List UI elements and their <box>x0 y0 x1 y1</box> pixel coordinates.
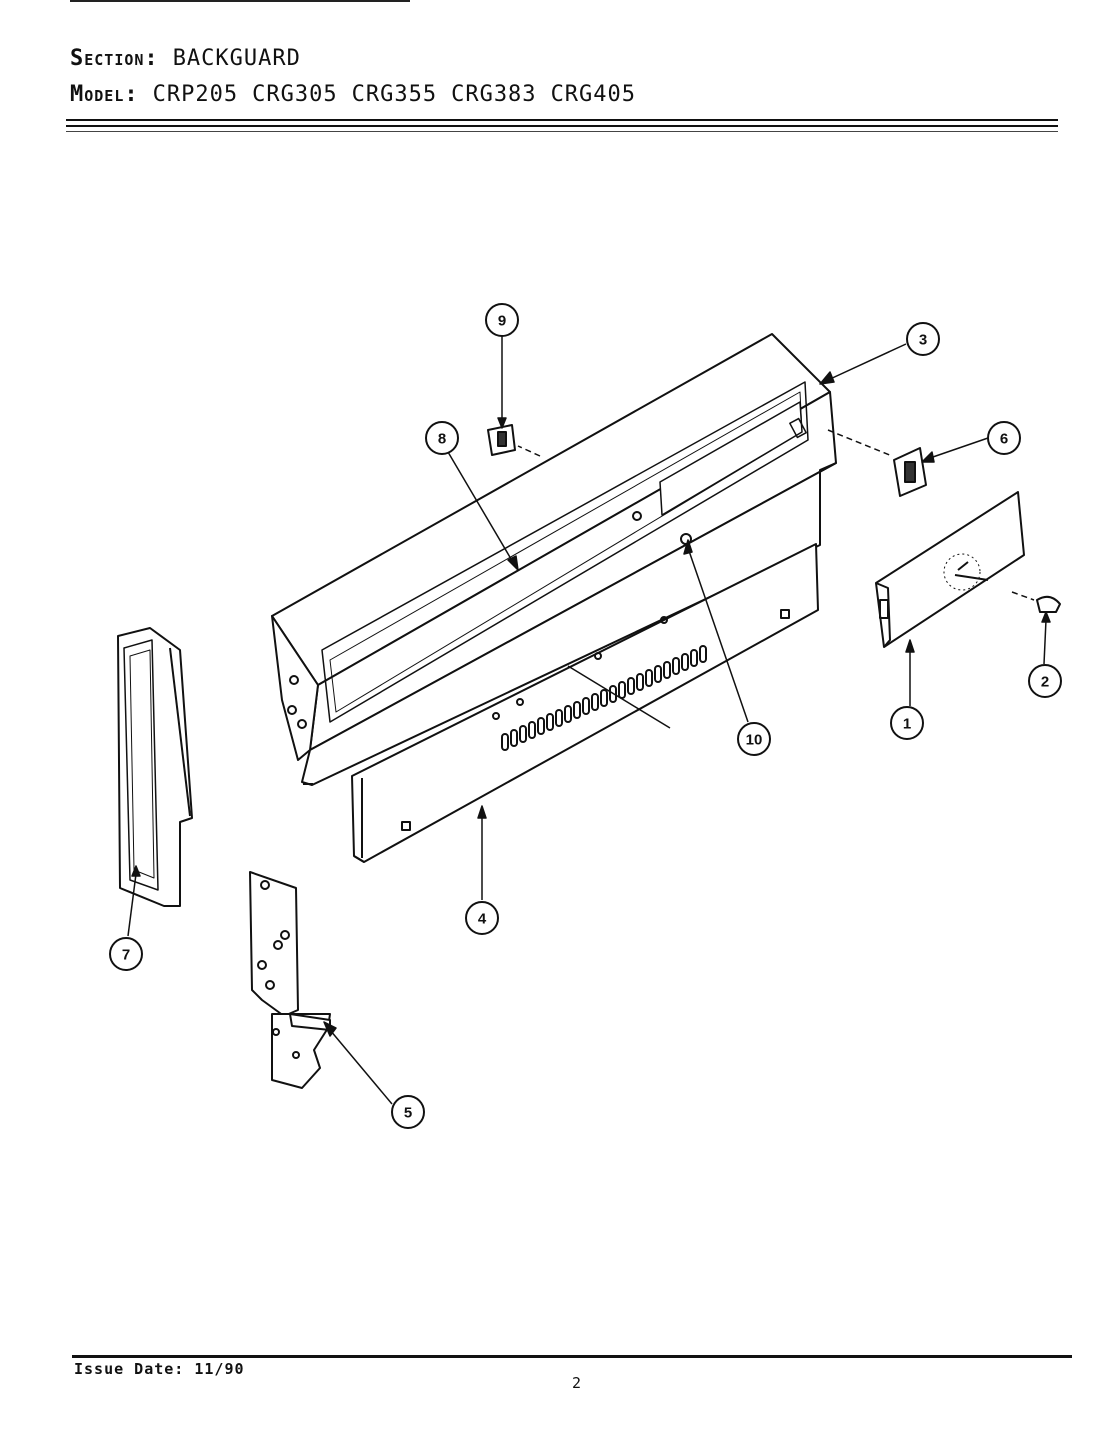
knob <box>1036 595 1061 613</box>
header-rule <box>66 125 1058 127</box>
model-5: CRG405 <box>550 82 637 107</box>
model-1: CRP205 <box>152 82 239 107</box>
top-edge-line <box>70 0 410 2</box>
callout-circle-3 <box>906 322 940 356</box>
clock-timer-panel <box>875 491 1025 648</box>
leader-lines <box>127 335 1051 1105</box>
model-label: Model: <box>70 82 139 107</box>
model-4: CRG383 <box>451 82 537 107</box>
section-value: BACKGUARD <box>172 46 301 71</box>
callout-label-5: 5 <box>404 1105 412 1122</box>
vent-slots <box>501 645 707 751</box>
callout-circle-10 <box>737 722 771 756</box>
section-label: Section: <box>70 46 159 71</box>
model-header: Model: CRP205 CRG305 CRG355 CRG383 CRG405 <box>70 82 636 107</box>
callout-label-1: 1 <box>903 716 911 733</box>
section-header: Section: BACKGUARD <box>70 46 301 71</box>
vent-trim-panel <box>351 543 819 863</box>
page-number: 2 <box>572 1374 583 1392</box>
end-cap <box>117 627 193 907</box>
callout-circle-2 <box>1028 664 1062 698</box>
callout-circle-1 <box>890 706 924 740</box>
callout-label-9: 9 <box>498 313 506 330</box>
backguard-panel <box>271 333 837 786</box>
callout-label-10: 10 <box>746 732 763 749</box>
callout-label-4: 4 <box>478 911 487 928</box>
callout-circle-9 <box>485 303 519 337</box>
callout-circle-8 <box>425 421 459 455</box>
issue-date: Issue Date: 11/90 <box>74 1360 245 1378</box>
callout-circle-6 <box>987 421 1021 455</box>
callout-circle-4 <box>465 901 499 935</box>
callout-label-6: 6 <box>1000 431 1008 448</box>
callout-label-7: 7 <box>122 947 130 964</box>
model-3: CRG355 <box>351 82 438 107</box>
callout-circle-5 <box>391 1095 425 1129</box>
rocker-switch <box>893 447 927 497</box>
header-rule <box>66 131 1058 132</box>
mounting-bracket <box>249 871 331 1089</box>
header-rule <box>66 119 1058 121</box>
small-switch <box>487 424 516 456</box>
callout-label-8: 8 <box>438 431 446 448</box>
callout-label-3: 3 <box>919 332 927 349</box>
callout-label-2: 2 <box>1041 674 1049 691</box>
footer-rule <box>72 1355 1072 1358</box>
callout-circle-7 <box>109 937 143 971</box>
model-2: CRG305 <box>252 82 338 107</box>
callout-circles <box>109 303 1062 1129</box>
